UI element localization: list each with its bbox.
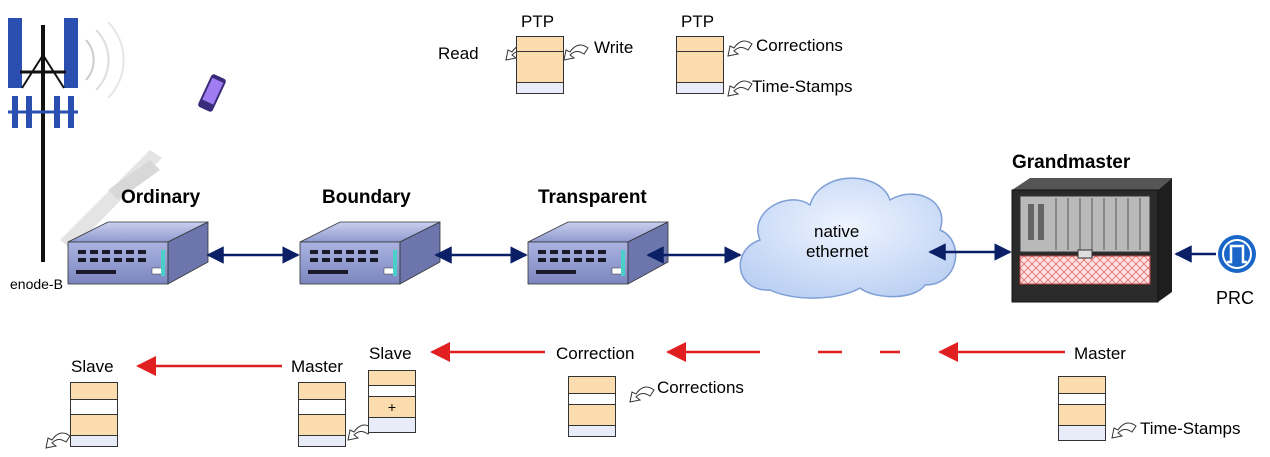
packet-master-mid [298,382,346,447]
corrections-packet-label: Corrections [657,378,744,397]
ptp-packet-read-write [516,36,564,94]
slave-left-label: Slave [71,357,114,376]
corrections-label: Corrections [756,36,843,55]
write-label: Write [594,38,634,57]
ptp-packet-corrections [676,36,724,94]
packet-master-right [1058,376,1106,441]
ptp-right-title: PTP [681,12,715,31]
prc-label: PRC [1216,288,1255,308]
boundary-label: Boundary [322,187,411,208]
packet-correction [568,376,616,437]
network-links [206,243,1216,264]
grandmaster-label: Grandmaster [1012,152,1131,173]
mobile-phone-icon [198,74,226,112]
write-arrow-icon [347,40,1137,441]
ptp-left-title: PTP [521,12,555,31]
plus-sign: + [369,397,415,418]
cloud-icon [739,177,957,299]
transparent-label: Transparent [538,187,647,208]
cell-tower-icon [8,18,162,262]
master-mid-label: Master [291,357,343,376]
timestamps-label: Time-Stamps [752,77,853,96]
cloud-label-line1: native [814,222,860,241]
network-switch-icon [299,221,441,285]
correction-label: Correction [556,344,635,363]
master-right-label: Master [1074,344,1126,363]
timing-flow-arrows [136,342,1065,376]
packet-slave-left [70,382,118,447]
packet-slave-mid: + [368,370,416,433]
network-switch-icon [67,221,209,285]
clock-pulse-icon [1218,235,1256,273]
rack-server-icon [1011,178,1172,303]
ordinary-label: Ordinary [121,187,201,208]
timestamps-packet-label: Time-Stamps [1140,419,1241,438]
read-label: Read [438,44,479,63]
cloud-label-line2: ethernet [806,242,869,261]
network-switch-icon [527,221,669,285]
slave-mid-label: Slave [369,344,412,363]
enodeb-label: enode-B [10,276,63,292]
